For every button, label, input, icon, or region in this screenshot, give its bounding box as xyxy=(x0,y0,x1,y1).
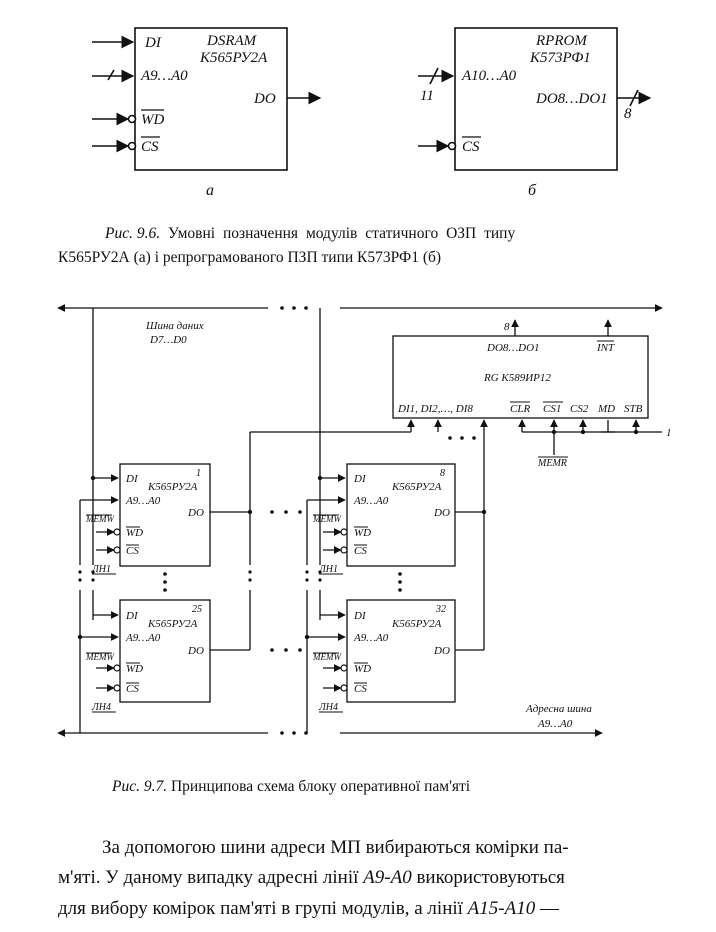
svg-text:CS: CS xyxy=(354,545,367,557)
fig96-caption-num: Рис. 9.6. xyxy=(105,225,161,242)
fig96a-do-label: DO xyxy=(253,91,276,107)
svg-text:DI: DI xyxy=(353,610,367,622)
fig96a-chip-name: К565РУ2А xyxy=(199,50,268,66)
svg-text:WD: WD xyxy=(354,663,371,675)
svg-text:К565РУ2А: К565РУ2А xyxy=(391,481,442,493)
addr-bus-lines: A9…A0 xyxy=(537,718,573,730)
svg-text:MEMW: MEMW xyxy=(85,652,115,662)
svg-text:DI: DI xyxy=(353,473,367,485)
svg-text:MEMW: MEMW xyxy=(312,652,342,662)
fig96b-sublabel: б xyxy=(528,182,537,199)
reg-clr: CLR xyxy=(510,403,530,415)
svg-text:DI: DI xyxy=(125,610,139,622)
fig96a-addr-label: A9…A0 xyxy=(140,68,188,84)
svg-text:ЛН4: ЛН4 xyxy=(318,702,338,713)
memr-label: MEMR xyxy=(537,458,567,469)
svg-text:ЛН4: ЛН4 xyxy=(91,702,111,713)
svg-text:ЛН1: ЛН1 xyxy=(91,564,111,575)
reg-outputs: DO8…DO1 xyxy=(486,342,540,354)
svg-text:32: 32 xyxy=(435,604,446,615)
svg-text:25: 25 xyxy=(192,604,202,615)
fig96-caption-line1: Умовні позначення модулів статичного ОЗП… xyxy=(160,225,516,242)
fig96-caption: Рис. 9.6. Умовні позначення модулів стат… xyxy=(0,222,716,270)
paragraph-line-1: За допомогою шини адреси МП вибираються … xyxy=(102,837,569,858)
fig96a-chip-type: DSRAM xyxy=(206,33,258,49)
fig96a-cs-label: CS xyxy=(141,139,159,155)
svg-text:WD: WD xyxy=(354,527,371,539)
svg-text:WD: WD xyxy=(126,527,143,539)
svg-text:1: 1 xyxy=(196,468,201,479)
svg-text:A9…A0: A9…A0 xyxy=(125,632,161,644)
reg-cs1: CS1 xyxy=(543,403,561,415)
svg-text:A9…A0: A9…A0 xyxy=(353,495,389,507)
memory-module-1: DI 1 К565РУ2А A9…A0 DO WD CS MEMW ЛН1 xyxy=(85,468,204,575)
paragraph-line-2: м'яті. У даному випадку адресні лінії А9… xyxy=(58,867,565,889)
fig97-caption-num: Рис. 9.7. xyxy=(112,778,168,795)
svg-text:A9…A0: A9…A0 xyxy=(125,495,161,507)
reg-cs2: CS2 xyxy=(570,403,589,415)
svg-text:DO: DO xyxy=(433,507,450,519)
data-bus-lines: D7…D0 xyxy=(149,334,187,346)
fig96a-di-label: DI xyxy=(144,35,162,51)
memory-module-25: DI 25 К565РУ2А A9…A0 DO WD CS MEMW ЛН4 xyxy=(85,604,204,713)
svg-text:DO: DO xyxy=(433,645,450,657)
svg-text:К565РУ2А: К565РУ2А xyxy=(147,618,198,630)
fig96b-addr-width: 11 xyxy=(420,88,434,104)
reg-int: INT xyxy=(596,342,615,354)
svg-text:WD: WD xyxy=(126,663,143,675)
reg-stb: STB xyxy=(624,403,643,415)
fig96b-chip-name: К573РФ1 xyxy=(529,50,591,66)
reg-width: 8 xyxy=(504,321,510,333)
fig96a-wd-label: WD xyxy=(141,112,164,128)
fig97-caption-text: Принципова схема блоку оперативної пам'я… xyxy=(167,778,471,795)
paragraph-line-3: для вибору комірок пам'яті в групі модул… xyxy=(58,897,559,919)
svg-text:К565РУ2А: К565РУ2А xyxy=(147,481,198,493)
svg-text:DO: DO xyxy=(187,645,204,657)
fig96-b-symbol xyxy=(418,27,652,171)
svg-text:CS: CS xyxy=(354,683,367,695)
fig96b-chip-type: RPROM xyxy=(535,33,588,49)
svg-text:DI: DI xyxy=(125,473,139,485)
body-paragraph: За допомогою шини адреси МП вибираються … xyxy=(58,833,698,924)
fig96-a-symbol xyxy=(92,27,322,171)
svg-text:К565РУ2А: К565РУ2А xyxy=(391,618,442,630)
svg-text:MEMW: MEMW xyxy=(85,514,115,524)
svg-text:CS: CS xyxy=(126,545,139,557)
reg-md: MD xyxy=(597,403,615,415)
svg-text:A9…A0: A9…A0 xyxy=(353,632,389,644)
memory-module-32: DI 32 К565РУ2А A9…A0 DO WD CS MEMW ЛН4 xyxy=(312,604,450,713)
fig96-caption-line2: К565РУ2А (а) і репрограмованого ПЗП типи… xyxy=(58,249,442,267)
data-bus-title: Шина даних xyxy=(145,320,204,332)
reg-name: RG К589ИР12 xyxy=(483,372,551,384)
memory-module-8: DI 8 К565РУ2А A9…A0 DO WD CS MEMW ЛН1 xyxy=(312,468,450,575)
svg-text:CS: CS xyxy=(126,683,139,695)
fig96b-addr-label: A10…A0 xyxy=(461,68,517,84)
addr-bus-title: Адресна шина xyxy=(525,703,592,715)
svg-text:8: 8 xyxy=(440,468,445,479)
reg-in-one: 1 xyxy=(666,427,672,439)
fig96b-out-width: 8 xyxy=(624,106,632,122)
fig96b-out-label: DO8…DO1 xyxy=(535,91,608,107)
fig96a-sublabel: а xyxy=(206,182,214,199)
fig97-inversion-bubbles xyxy=(113,528,348,692)
reg-inputs: DI1, DI2,…, DI8 xyxy=(397,403,473,415)
svg-text:ЛН1: ЛН1 xyxy=(318,564,338,575)
fig96b-cs-label: CS xyxy=(462,139,480,155)
fig97-continuation-dots xyxy=(77,306,639,735)
svg-text:DO: DO xyxy=(187,507,204,519)
fig97-wiring xyxy=(57,304,663,737)
svg-text:MEMW: MEMW xyxy=(312,514,342,524)
fig97-caption: Рис. 9.7. Принципова схема блоку операти… xyxy=(0,775,716,799)
